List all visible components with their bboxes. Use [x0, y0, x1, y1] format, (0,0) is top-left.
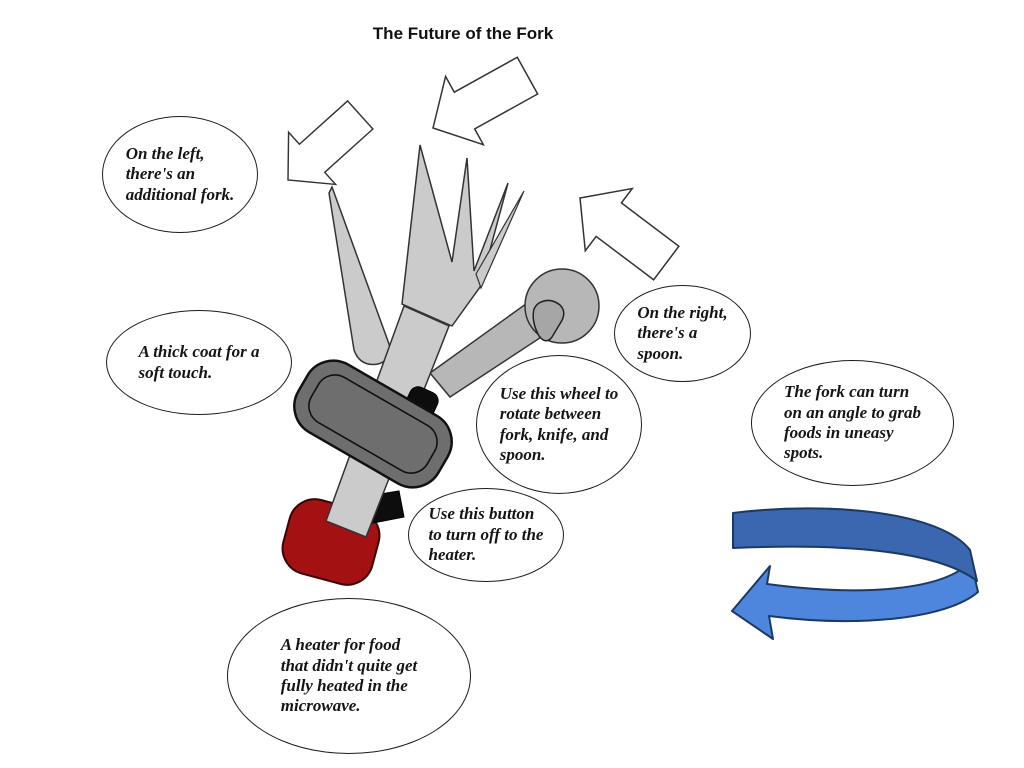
bubble-heater: A heater for food that didn't quite get … — [227, 598, 471, 754]
arrow-to-additional-fork-icon — [287, 99, 374, 186]
additional-fork-prong — [328, 185, 391, 366]
rotation-arrow-front-band — [731, 560, 979, 640]
bubble-wheel: Use this wheel to rotate between fork, k… — [476, 355, 642, 494]
bubble-angle-turn: The fork can turn on an angle to grab fo… — [751, 360, 954, 486]
bubble-heater-button-text: Use this button to turn off to the heate… — [428, 504, 544, 565]
bubble-heater-button: Use this button to turn off to the heate… — [408, 488, 564, 582]
rotation-arrow-back-band — [732, 507, 978, 582]
bubble-additional-fork: On the left, there's an additional fork. — [102, 116, 258, 233]
arrow-to-tines-icon — [432, 56, 539, 146]
fork-tines — [401, 144, 509, 327]
grip-wheel — [293, 359, 453, 489]
bubble-thick-coat: A thick coat for a soft touch. — [106, 310, 292, 415]
knife-blade — [475, 190, 525, 290]
diagram-title: The Future of the Fork — [372, 24, 554, 43]
bubble-spoon-text: On the right, there's a spoon. — [637, 302, 728, 363]
grip-wheel-inner-line — [308, 374, 438, 474]
rotation-arrow-icon — [731, 507, 979, 640]
bubble-additional-fork-text: On the left, there's an additional fork. — [125, 143, 235, 204]
bubble-wheel-text: Use this wheel to rotate between fork, k… — [499, 383, 619, 464]
bubble-thick-coat-text: A thick coat for a soft touch. — [138, 342, 260, 382]
bubble-angle-turn-text: The fork can turn on an angle to grab fo… — [784, 382, 921, 463]
arrow-to-spoon-icon — [579, 187, 680, 281]
spoon-bowl — [532, 299, 565, 342]
bubble-heater-text: A heater for food that didn't quite get … — [280, 635, 418, 716]
bubble-spoon: On the right, there's a spoon. — [614, 285, 751, 382]
